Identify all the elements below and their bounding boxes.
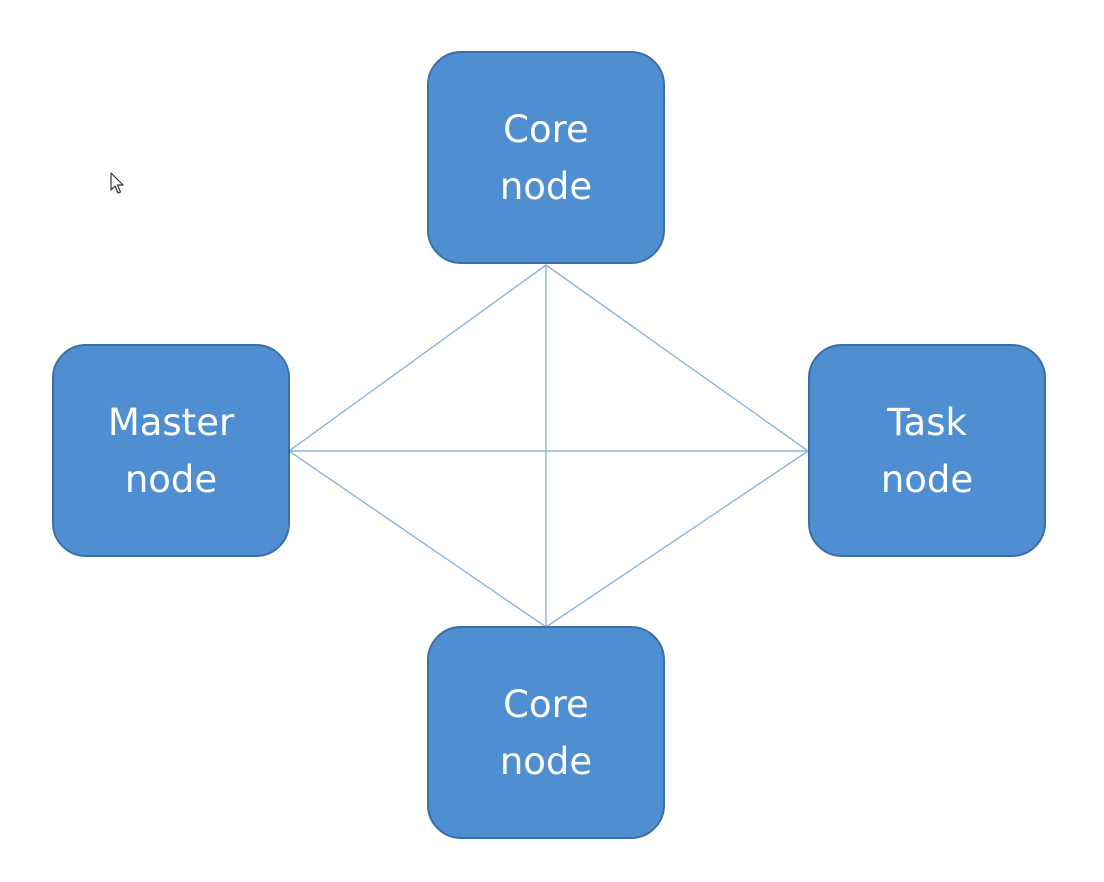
node-label-line: node — [124, 457, 218, 501]
master-node: Master node — [52, 344, 290, 557]
node-label-line: Core — [503, 107, 589, 151]
core-node-bottom: Core node — [427, 626, 665, 839]
node-label-line: node — [499, 164, 593, 208]
node-label-line: Task — [887, 400, 967, 444]
task-node: Task node — [808, 344, 1046, 557]
node-label-line: node — [499, 739, 593, 783]
node-label-line: node — [880, 457, 974, 501]
node-label-line: Core — [503, 682, 589, 726]
edge-task-core-bottom — [545, 450, 809, 628]
edge-core-top-master — [288, 264, 547, 452]
edge-core-top-task — [545, 264, 809, 452]
mouse-pointer-icon — [110, 172, 124, 194]
edge-master-core-bottom — [288, 450, 547, 628]
core-node-top: Core node — [427, 51, 665, 264]
node-label-line: Master — [107, 400, 235, 444]
